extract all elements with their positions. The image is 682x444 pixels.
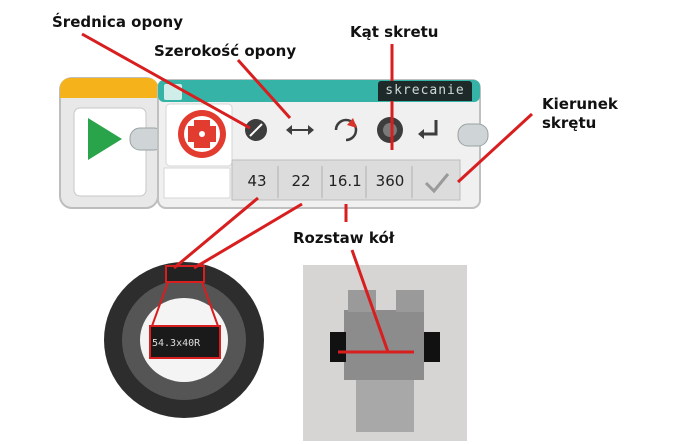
annotation-lines bbox=[81, 32, 534, 354]
label-turn-angle: Kąt skretu bbox=[350, 23, 439, 41]
degrees-value[interactable]: 360 bbox=[375, 172, 405, 190]
diameter-icon[interactable] bbox=[245, 119, 267, 141]
start-block[interactable] bbox=[59, 77, 165, 209]
checkmark-icon[interactable] bbox=[424, 173, 450, 194]
turn-arrow-icon[interactable] bbox=[418, 120, 438, 139]
label-tire-diameter: Średnica opony bbox=[52, 13, 183, 31]
degree-gauge-icon[interactable] bbox=[377, 117, 403, 143]
play-icon bbox=[88, 118, 122, 160]
block-title: skrecanie bbox=[378, 81, 472, 101]
diameter-value[interactable]: 43 bbox=[247, 172, 267, 190]
width-value[interactable]: 22 bbox=[291, 172, 311, 190]
label-turn-direction: Kierunek skrętu bbox=[542, 95, 618, 132]
label-wheel-track: Rozstaw kół bbox=[293, 229, 395, 247]
rotate-icon[interactable] bbox=[334, 118, 358, 142]
wheel-move-icon bbox=[178, 110, 226, 158]
tire-photo bbox=[95, 258, 273, 422]
steering-value[interactable]: 16.1 bbox=[328, 172, 362, 190]
label-tire-width: Szerokość opony bbox=[154, 42, 297, 60]
tire-marking: 54.3x40R bbox=[152, 338, 201, 349]
width-icon[interactable] bbox=[286, 125, 314, 135]
